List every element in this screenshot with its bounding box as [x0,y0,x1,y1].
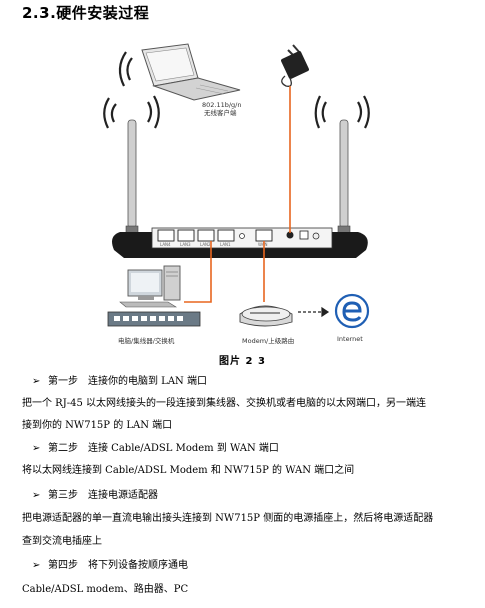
wifi-signal-icon [118,51,133,87]
step-1: ➢第一步连接你的电脑到 LAN 端口 [32,376,207,387]
bullet-arrow-icon: ➢ [32,560,41,571]
bullet-arrow-icon: ➢ [32,490,41,501]
svg-text:LAN4: LAN4 [160,242,171,247]
router-body: LAN4 LAN3 LAN2 LAN1 WAN [112,227,368,258]
paragraph-3-line-1: 把电源适配器的单一直流电输出接头连接到 NW715P 侧面的电源插座上，然后将电… [22,513,434,524]
paragraph-3-line-2: 查到交流电插座上 [22,536,102,547]
bullet-arrow-icon: ➢ [32,376,41,387]
modem-icon [239,305,293,327]
laptop-label-1: 802.11b/g/n [202,101,242,109]
step-3: ➢第三步连接电源适配器 [32,490,158,501]
laptop-label-2: 无线客户端 [204,108,237,117]
step-2: ➢第二步连接 Cable/ADSL Modem 到 WAN 端口 [32,443,279,454]
switch-icon [107,311,201,327]
power-port [286,231,294,239]
figure-caption: 图片 2 3 [219,356,266,367]
internet-label: Internet [337,335,363,343]
bullet-arrow-icon: ➢ [32,443,41,454]
wifi-signal-icon-left [103,95,160,129]
antenna-right [337,119,351,241]
svg-text:WAN: WAN [258,242,267,247]
step-4: ➢第四步将下列设备按顺序通电 [32,560,188,571]
antenna-left [125,119,139,241]
section-heading: 2.3.硬件安装过程 [22,4,150,22]
wifi-signal-icon-right [314,95,370,129]
laptop-icon [141,43,241,101]
svg-text:LAN2: LAN2 [200,242,211,247]
internet-icon [334,293,370,329]
lan-ports [157,229,235,242]
pc-label: 电脑/集线器/交换机 [118,336,175,345]
paragraph-2-line-1: 将以太网线连接到 Cable/ADSL Modem 和 NW715P 的 WAN… [22,465,355,476]
svg-text:LAN3: LAN3 [180,242,191,247]
power-adapter-icon [281,44,309,87]
paragraph-1-line-1: 把一个 RJ-45 以太网线接头的一段连接到集线器、交换机或者电脑的以太网端口，… [22,398,426,409]
paragraph-4-line-1: Cable/ADSL modem、路由器、PC [22,584,189,595]
cables [184,86,291,303]
svg-text:LAN1: LAN1 [220,242,231,247]
arrow-icon [298,306,330,318]
installation-diagram: 802.11b/g/n 无线客户端 [103,43,370,345]
modem-label: Modem/上级路由 [242,336,294,345]
wan-port [255,229,273,242]
desktop-pc-icon [119,265,181,308]
paragraph-1-line-2: 接到你的 NW715P 的 LAN 端口 [22,420,173,431]
